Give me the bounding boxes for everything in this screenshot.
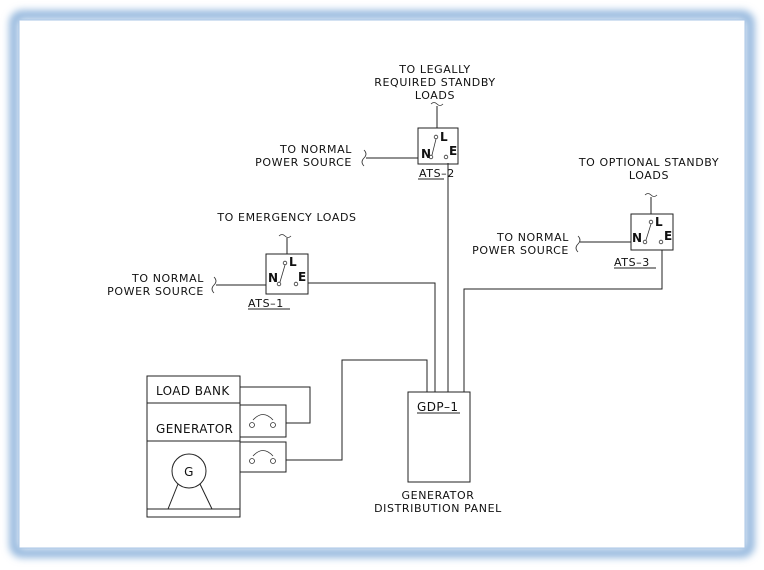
ats-2-terminal-l: L	[440, 130, 448, 144]
generator-breaker-arc	[252, 450, 274, 457]
gdp-1-caption-line2: DISTRIBUTION PANEL	[374, 502, 502, 515]
ats-3-contact-n	[642, 239, 648, 245]
ats-3-name: ATS–3	[614, 256, 650, 269]
load-bank-breaker-arc	[252, 414, 274, 421]
ats-2-source-label-line1: TO NORMAL	[279, 143, 352, 156]
ats-1-terminal-l: L	[289, 255, 297, 269]
ats-3-contact-l	[648, 219, 654, 225]
ats-3-source-label-line1: TO NORMAL	[496, 231, 569, 244]
ats-2-load-break-symbol	[430, 102, 444, 106]
gdp-1-panel	[407, 391, 471, 483]
ats-3-switch-box	[630, 213, 674, 251]
ats-2-contact-e	[443, 154, 449, 160]
ats-1-name: ATS–1	[248, 297, 284, 310]
ats-2-terminal-e: E	[449, 144, 457, 158]
ats-3-group: TO OPTIONAL STANDBY LOADS N L E TO NORMA…	[472, 156, 719, 269]
load-bank-breaker-box	[239, 404, 287, 438]
ats-3-source-break-symbol	[575, 235, 581, 253]
ats-2-load-label-line3: LOADS	[415, 89, 455, 102]
gdp-1-caption-line1: GENERATOR	[402, 489, 475, 502]
ats-1-contact-e	[293, 281, 299, 287]
ats-1-terminal-n: N	[268, 271, 278, 285]
ats-1-source-label-line2: POWER SOURCE	[107, 285, 204, 298]
generator-breaker-box	[239, 441, 287, 473]
ats-2-source-label-line2: POWER SOURCE	[255, 156, 352, 169]
ats-3-switch-blade	[645, 223, 652, 241]
frame-glow	[9, 10, 755, 558]
ats-2-contact-n	[428, 154, 434, 160]
load-bank-breaker-contact-right	[270, 422, 276, 428]
ats-3-terminal-e: E	[664, 229, 672, 243]
ats-3-source-label-line2: POWER SOURCE	[472, 244, 569, 257]
generator-breaker-contact-right	[270, 458, 276, 464]
feeder-ats-3-to-gdp	[463, 250, 663, 392]
ats-3-contact-e	[658, 239, 664, 245]
ats-2-switch-blade	[431, 138, 437, 156]
ats-2-source-break-symbol	[361, 149, 367, 167]
feeder-ats-1-to-gdp	[308, 282, 436, 392]
generator-leg-left	[167, 483, 179, 510]
generator-symbol: G	[184, 465, 194, 479]
generator-set-group: LOAD BANK GENERATOR G	[146, 375, 287, 518]
ats-1-group: TO EMERGENCY LOADS N L E TO NORMAL POWER…	[107, 211, 356, 310]
load-bank-breaker-contact-left	[249, 422, 255, 428]
load-bank-wire	[240, 386, 311, 424]
ats-2-name: ATS–2	[419, 167, 455, 180]
ats-2-load-label-line1: TO LEGALLY	[398, 63, 471, 76]
ats-2-load-label-line2: REQUIRED STANDBY	[374, 76, 495, 89]
ats-1-load-label: TO EMERGENCY LOADS	[216, 211, 356, 224]
ats-1-contact-l	[282, 260, 288, 266]
ats-3-load-break-symbol	[644, 193, 658, 197]
generator-leg-right	[199, 483, 213, 510]
generator-symbol-circle	[171, 453, 207, 489]
ats-1-source-break-symbol	[211, 276, 217, 294]
ats-1-switch-box	[265, 253, 309, 295]
gdp-1-group: GDP–1 GENERATOR DISTRIBUTION PANEL	[374, 391, 502, 515]
ats-3-load-label-line1: TO OPTIONAL STANDBY	[578, 156, 719, 169]
feeder-generator-to-gdp	[286, 359, 428, 461]
ats-2-terminal-n: N	[421, 147, 431, 161]
generator-enclosure	[146, 375, 241, 518]
ats-3-load-label-line2: LOADS	[629, 169, 669, 182]
generator-label: GENERATOR	[156, 422, 233, 436]
load-bank-label: LOAD BANK	[156, 384, 230, 398]
ats-1-terminal-e: E	[298, 270, 306, 284]
ats-2-contact-l	[433, 134, 439, 140]
ats-3-terminal-n: N	[632, 231, 642, 245]
ats-3-terminal-l: L	[655, 215, 663, 229]
ats-1-switch-blade	[279, 264, 286, 283]
ats-2-group: TO LEGALLY REQUIRED STANDBY LOADS N L E …	[255, 63, 495, 180]
ats-1-contact-n	[276, 281, 282, 287]
gdp-1-name: GDP–1	[417, 400, 458, 414]
drawing-area	[18, 19, 746, 549]
generator-breaker-contact-left	[249, 458, 255, 464]
ats-1-source-label-line1: TO NORMAL	[131, 272, 204, 285]
ats-1-load-break-symbol	[278, 234, 292, 238]
ats-2-switch-box	[417, 127, 459, 165]
